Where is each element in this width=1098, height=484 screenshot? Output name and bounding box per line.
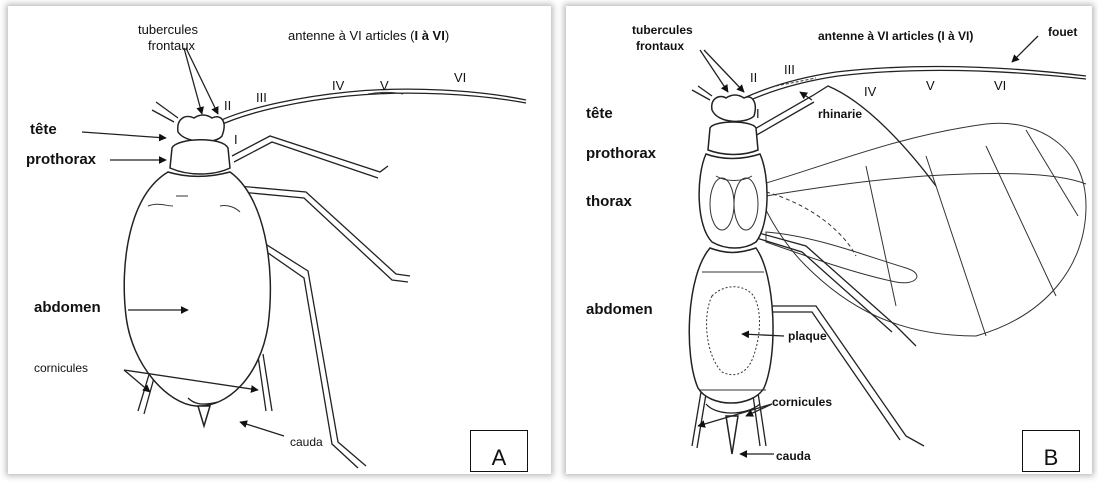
label-abdomen-b: abdomen [586, 301, 653, 318]
label-frontaux-b: frontaux [636, 39, 684, 53]
label-seg-IV-b: IV [864, 84, 877, 99]
label-seg-VI-a: VI [454, 70, 466, 85]
label-tete-a: tête [30, 121, 57, 138]
label-cauda-a: cauda [290, 435, 323, 449]
prothorax-a [170, 140, 230, 174]
label-tubercules-a: tubercules [138, 22, 198, 37]
label-seg-V-b: V [926, 78, 935, 93]
forewing-b [756, 123, 1086, 336]
abdomen-a [124, 172, 270, 406]
prothorax-b [708, 122, 758, 155]
head-a [178, 115, 224, 142]
panel-letter-b: B [1022, 430, 1080, 472]
label-plaque-b: plaque [788, 329, 827, 343]
label-tubercules-b: tubercules [632, 23, 693, 37]
label-frontaux-a: frontaux [148, 38, 195, 53]
hindwing-b [766, 232, 917, 283]
label-cornicules-a: cornicules [34, 361, 88, 375]
label-cornicules-b: cornicules [772, 395, 832, 409]
label-seg-I-b: I [756, 106, 760, 121]
label-seg-I-a: I [234, 132, 238, 147]
label-fouet-b: fouet [1048, 25, 1077, 39]
label-antenne-b: antenne à VI articles (I à VI) [818, 29, 973, 43]
label-rhinarie-b: rhinarie [818, 107, 862, 121]
label-seg-IV-a: IV [332, 78, 345, 93]
label-prothorax-b: prothorax [586, 145, 657, 162]
head-b [712, 95, 756, 121]
label-cauda-b: cauda [776, 449, 811, 463]
label-tete-b: tête [586, 105, 613, 122]
panel-a-illustration: tubercules frontaux antenne à VI article… [8, 6, 551, 474]
thorax-b [699, 154, 767, 248]
label-seg-III-a: III [256, 90, 267, 105]
label-seg-II-b: II [750, 70, 757, 85]
label-prothorax-a: prothorax [26, 151, 97, 168]
label-abdomen-a: abdomen [34, 299, 101, 316]
label-seg-II-a: II [224, 98, 231, 113]
panel-letter-a: A [470, 430, 528, 472]
label-seg-VI-b: VI [994, 78, 1006, 93]
front-leg-a [232, 136, 388, 172]
panel-a-wingless-aphid: tubercules frontaux antenne à VI article… [8, 6, 551, 474]
label-antenne-a: antenne à VI articles (I à VI) [288, 28, 449, 43]
label-seg-III-b: III [784, 62, 795, 77]
panel-b-winged-aphid: tubercules frontaux antenne à VI article… [566, 6, 1092, 474]
panel-b-illustration: tubercules frontaux antenne à VI article… [566, 6, 1092, 474]
label-seg-V-a: V [380, 78, 389, 93]
abdomen-b [689, 248, 773, 403]
label-thorax-b: thorax [586, 193, 633, 210]
